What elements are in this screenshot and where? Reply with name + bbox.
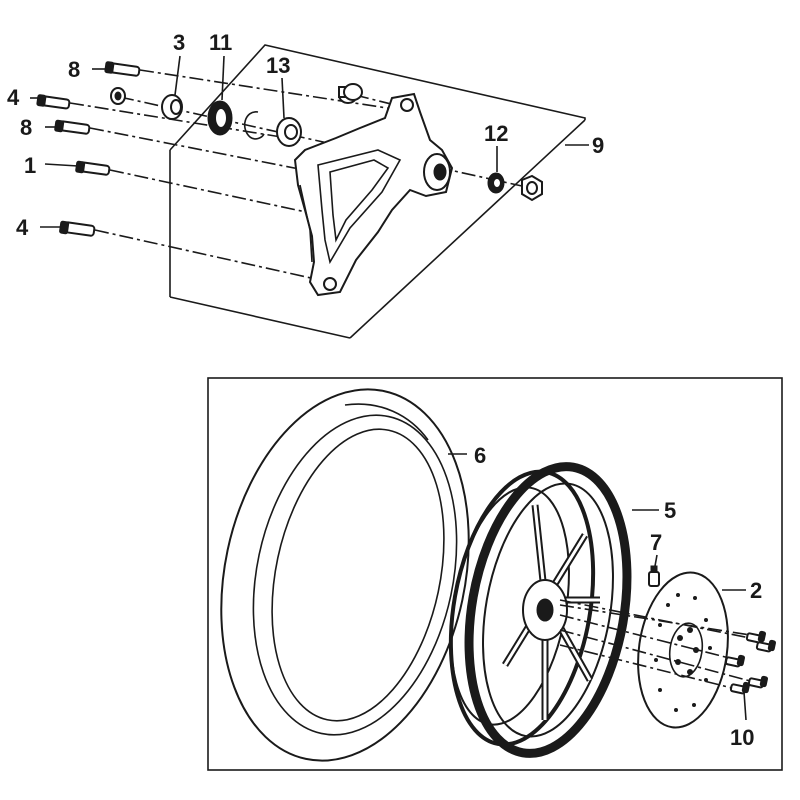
bolt-8-upper: [104, 61, 141, 77]
tire-6: [220, 388, 470, 762]
circlip: [243, 111, 265, 140]
nut-small-left: [110, 87, 126, 105]
callout-8-lower: 8: [20, 115, 32, 140]
callout-13: 13: [266, 53, 290, 78]
callout-labels: 8 4 8 1 4 3 11 13 12 9 6 5 7 2 10: [7, 30, 762, 750]
callout-10: 10: [730, 725, 754, 750]
bolt-4-lower: [59, 220, 96, 237]
upper-assembly-frame: [169, 44, 586, 339]
callout-9: 9: [592, 133, 604, 158]
disc-bolts-10: [559, 599, 776, 695]
swingarm-casting: [293, 92, 454, 297]
upper-alignment-lines: [69, 69, 541, 281]
bolt-4-upper: [36, 94, 71, 110]
bearing-11: [207, 100, 233, 136]
callout-3: 3: [173, 30, 185, 55]
callout-5: 5: [664, 498, 676, 523]
brake-disc-2: [637, 571, 729, 729]
callout-8-upper: 8: [68, 57, 80, 82]
seal-13: [276, 117, 302, 147]
callout-6: 6: [474, 443, 486, 468]
callout-4-upper: 4: [7, 85, 20, 110]
callout-4-lower: 4: [16, 215, 29, 240]
seal-12: [487, 172, 505, 194]
axle-nut: [521, 174, 543, 202]
callout-2: 2: [750, 578, 762, 603]
callout-7: 7: [650, 530, 662, 555]
callout-12: 12: [484, 121, 508, 146]
valve-7: [648, 565, 660, 587]
callout-11: 11: [209, 30, 232, 55]
callout-1: 1: [24, 153, 36, 178]
bolt-8-lower: [54, 119, 91, 135]
collar-top: [338, 83, 363, 104]
wheel-rim-5: [448, 462, 632, 758]
spacer-3: [161, 94, 183, 120]
wheel-assembly-frame: [207, 377, 783, 771]
leader-lines: [30, 55, 747, 721]
bolt-1: [75, 160, 111, 176]
